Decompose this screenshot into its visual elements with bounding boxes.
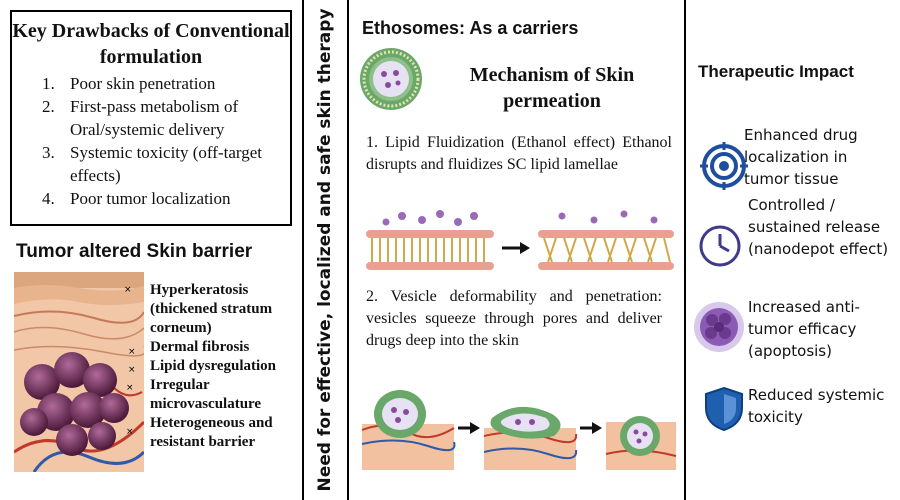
vesicle-approach-panel [361, 390, 456, 470]
tumor-features-list: Hyperkeratosis (thickened stratum corneu… [150, 281, 300, 452]
arrow-icon [580, 422, 602, 434]
svg-text:×: × [128, 347, 136, 357]
drawback-item: 1. Poor skin penetration [42, 72, 290, 95]
lipid-fluidization-diagram [366, 210, 674, 270]
mechanism-step-1: 1. Lipid Fluidization (Ethanol effect) E… [366, 134, 672, 173]
mechanism-title: Mechanism of Skin permeation [469, 64, 635, 112]
drawback-number: 3. [42, 143, 55, 162]
shield-icon [705, 386, 743, 432]
tumor-feature: Lipid dysregulation [150, 358, 277, 374]
divider-line [684, 0, 686, 500]
divider-line [302, 0, 304, 500]
drawback-text: Poor tumor localization [70, 189, 231, 208]
drawback-item: 3. Systemic toxicity (off-target effects… [42, 141, 290, 187]
drawbacks-box: Key Drawbacks of Conventional formulatio… [10, 10, 292, 226]
vesicle-squeeze-panel [483, 406, 578, 470]
arrow-icon [458, 422, 480, 434]
drawback-number: 2. [42, 97, 55, 116]
tumor-cell-cluster [20, 352, 129, 456]
drawbacks-title: Key Drawbacks of Conventional formulatio… [12, 20, 290, 68]
impact-item-text: Increased anti-tumor efficacy (apoptosis… [748, 298, 860, 360]
svg-text:×: × [126, 427, 134, 437]
clock-icon [699, 225, 741, 267]
svg-text:×: × [126, 383, 134, 393]
drawback-text: Poor skin penetration [70, 74, 216, 93]
tumor-feature: Dermal fibrosis [150, 339, 250, 355]
fluidized-lipid-bilayer [538, 210, 674, 270]
drawback-item: 4. Poor tumor localization [42, 187, 290, 210]
impact-item-text: Reduced systemic toxicity [748, 386, 885, 426]
tumor-cell-icon [694, 302, 744, 352]
ethosome-vesicle-icon [360, 48, 422, 110]
tumor-feature: Hyperkeratosis (thickened stratum corneu… [150, 282, 273, 336]
drawbacks-list: 1. Poor skin penetration 2. First-pass m… [42, 72, 290, 210]
tumor-skin-illustration: × × × × × [14, 272, 144, 472]
drawback-number: 1. [42, 74, 55, 93]
vertical-banner-text: Need for effective, localized and safe s… [315, 8, 335, 492]
drawback-number: 4. [42, 189, 55, 208]
vesicle-penetration-diagram [361, 390, 677, 470]
mechanism-step-2: 2. Vesicle deformability and penetration… [366, 288, 662, 349]
vesicle-delivered-panel [605, 416, 677, 470]
drawback-text: First-pass metabolism of Oral/systemic d… [70, 97, 239, 139]
drawback-item: 2. First-pass metabolism of Oral/systemi… [42, 95, 290, 141]
arrow-icon [502, 242, 530, 254]
impact-item-text: Enhanced drug localization in tumor tiss… [744, 126, 858, 188]
therapeutic-impact-title: Therapeutic Impact [698, 62, 854, 81]
tumor-feature: Irregular microvasculature [150, 377, 262, 412]
impact-item-text: Controlled / sustained release (nanodepo… [748, 196, 889, 258]
ethosomes-title: Ethosomes: As a carriers [362, 18, 579, 38]
divider-line [347, 0, 349, 500]
svg-text:×: × [128, 365, 136, 375]
target-icon [700, 142, 748, 190]
tumor-feature: Heterogeneous and resistant barrier [150, 415, 273, 450]
ordered-lipid-bilayer [366, 210, 494, 270]
drawback-text: Systemic toxicity (off-target effects) [70, 143, 262, 185]
svg-text:×: × [124, 285, 132, 295]
tumor-barrier-title: Tumor altered Skin barrier [16, 241, 253, 262]
